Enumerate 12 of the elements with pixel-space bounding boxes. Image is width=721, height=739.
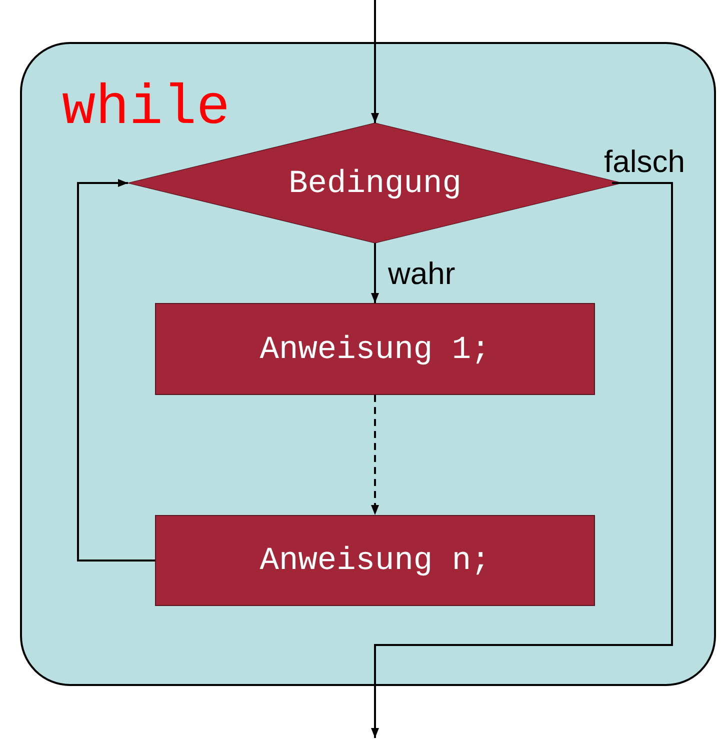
arrow <box>371 0 379 123</box>
statement-text: Anweisung 1; <box>260 330 490 368</box>
condition-text: Bedingung <box>288 164 462 202</box>
arrow <box>371 182 673 738</box>
loop-panel <box>20 42 716 686</box>
arrow <box>371 243 379 303</box>
process-box <box>155 515 595 606</box>
arrow <box>371 395 379 515</box>
statement-text: Anweisung n; <box>260 542 490 579</box>
process-box <box>155 303 595 395</box>
loop-keyword: while <box>62 80 230 136</box>
arrow <box>77 179 155 562</box>
